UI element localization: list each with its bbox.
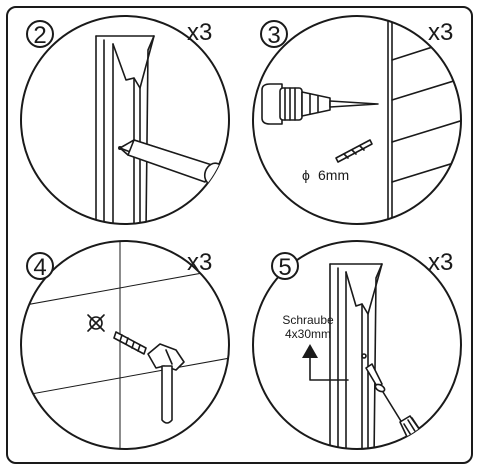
screw-label-line2: 4x30mm bbox=[285, 327, 331, 341]
hole-mark-icon bbox=[87, 314, 105, 332]
step-4-quantity: x3 bbox=[187, 249, 212, 276]
step-4-illustration bbox=[21, 241, 229, 449]
drill-icon bbox=[261, 83, 379, 125]
screw-icon bbox=[365, 363, 386, 393]
step-2-number: 2 bbox=[33, 22, 46, 49]
drill-size-label: 6mm bbox=[318, 167, 349, 183]
step-2-number-badge bbox=[26, 20, 54, 48]
step-2-panel: 2 x3 bbox=[20, 15, 230, 225]
screw-label-line1: Schraube bbox=[282, 313, 334, 327]
outer-frame bbox=[6, 6, 473, 464]
step-3-panel: 3 x3 ϕ 6mm bbox=[252, 15, 462, 225]
dowel-icon bbox=[113, 331, 147, 355]
screw-hole bbox=[361, 353, 367, 359]
step-4-panel: 4 x3 bbox=[20, 240, 230, 450]
post-outline bbox=[95, 35, 155, 224]
step-3-quantity: x3 bbox=[428, 19, 453, 46]
step-2-circle bbox=[20, 15, 230, 225]
step-4-number-badge bbox=[26, 252, 54, 280]
arrow-icon bbox=[302, 344, 349, 381]
step-2-quantity: x3 bbox=[187, 19, 212, 46]
step-5-number: 5 bbox=[278, 254, 291, 281]
step-4-number: 4 bbox=[33, 254, 46, 281]
step-5-circle bbox=[252, 240, 462, 450]
hammer-icon bbox=[147, 343, 185, 424]
drill-bit-icon bbox=[335, 139, 373, 163]
step-5-panel: 5 x3 Schraube 4x30mm bbox=[252, 240, 462, 450]
step-4-circle bbox=[20, 240, 230, 450]
step-5-quantity: x3 bbox=[428, 249, 453, 276]
step-3-number: 3 bbox=[267, 22, 280, 49]
step-3-number-badge bbox=[260, 20, 288, 48]
step-5-number-badge bbox=[271, 252, 299, 280]
diameter-symbol: ϕ bbox=[302, 167, 310, 183]
step-3-illustration bbox=[261, 16, 461, 224]
